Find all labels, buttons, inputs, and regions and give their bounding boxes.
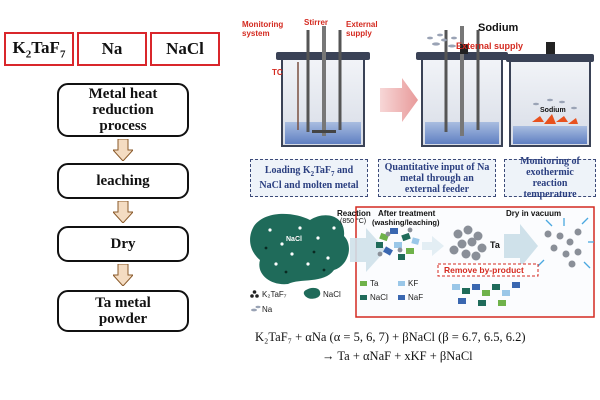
nacl-melt-blob (250, 213, 349, 285)
caption-monitoring: Monitoring of exothermic reaction temper… (504, 156, 596, 200)
legend-right-kf: KF (408, 279, 419, 288)
input-box-k2taf7: K2TaF7 (4, 32, 74, 66)
caption-loading-text: Loading K2TaF7 and NaCl and molten metal (259, 165, 359, 191)
label-sodium-inner: Sodium (540, 107, 566, 114)
legend-na-icon (251, 305, 261, 312)
remove-byproduct-box (437, 263, 539, 277)
label-reaction-temp: (850 °C) (340, 218, 367, 225)
reaction-arrow (350, 228, 386, 272)
label-dry-vacuum: Dry in vacuum (506, 209, 562, 218)
legend-k2taf7-icon (250, 290, 259, 298)
label-tc: TC (272, 68, 283, 77)
equation-line-2: → Ta + αNaF + xKF + βNaCl (322, 349, 473, 363)
label-monitoring-system: Monitoring system (242, 20, 284, 38)
down-arrow-icon (113, 264, 133, 286)
reactor-tank-2 (416, 26, 508, 147)
caption-quantitative-input: Quantitative input of Na metal through a… (378, 159, 496, 197)
label-after-treatment-sub: (washing/leaching) (372, 218, 440, 227)
step-line: process (99, 118, 147, 134)
legend-nacl2-icon (360, 295, 367, 300)
input-label-k2taf7: K2TaF7 (12, 37, 66, 61)
down-arrow-icon (113, 201, 133, 223)
label-reaction: Reaction (337, 209, 371, 218)
legend-right-ta: Ta (370, 279, 379, 288)
legend-naf-icon (398, 295, 405, 300)
caption-loading: Loading K2TaF7 and NaCl and molten metal (250, 159, 368, 197)
reactor-tank-1 (276, 26, 370, 147)
step-ta-metal-powder: Ta metal powder (57, 290, 189, 332)
input-box-na: Na (77, 32, 147, 66)
process-arrow-1 (380, 78, 418, 122)
label-external-supply-2: External supply (456, 41, 524, 51)
label-stirrer: Stirrer (304, 18, 329, 27)
label-blob-nacl: NaCl (286, 236, 302, 243)
legend-nacl-icon (303, 287, 321, 299)
process-schematic (250, 206, 595, 318)
reactor-tank-3 (506, 42, 594, 147)
equation-line-1: K₂TaF₇ + αNa (α = 5, 6, 7) + βNaCl (β = … (255, 330, 526, 344)
input-label-na: Na (101, 39, 123, 58)
down-arrow-icon (113, 139, 133, 161)
legend-kf-icon (398, 281, 405, 286)
step-dry: Dry (57, 226, 189, 262)
byproduct-particles (452, 282, 520, 306)
dried-ta-particles (537, 217, 594, 269)
legend-ta-icon (360, 281, 367, 286)
mixed-particles (376, 227, 420, 260)
ta-particles (449, 225, 487, 261)
step-metal-heat-reduction: Metal heat reduction process (57, 83, 189, 137)
legend-left-na: Na (262, 305, 273, 314)
legend-right-nacl: NaCl (370, 293, 388, 302)
legend-left-k2taf7: K₂TaF₇ (262, 290, 287, 299)
step-line: reduction (92, 102, 154, 118)
legend-right-naf: NaF (408, 293, 424, 302)
label-sodium-title: Sodium (478, 22, 519, 34)
legend-left-nacl: NaCl (323, 290, 341, 299)
label-external-supply: External supply (346, 20, 378, 38)
label-remove-byproduct: Remove by-product (444, 265, 524, 275)
label-after-treatment: After treatment (378, 209, 436, 218)
input-label-nacl: NaCl (166, 39, 204, 58)
step-leaching: leaching (57, 163, 189, 199)
reactor-illustrations (276, 26, 594, 147)
step-line: Metal heat (88, 86, 158, 102)
input-box-nacl: NaCl (150, 32, 220, 66)
treatment-frame (355, 206, 595, 318)
label-ta: Ta (490, 240, 500, 250)
